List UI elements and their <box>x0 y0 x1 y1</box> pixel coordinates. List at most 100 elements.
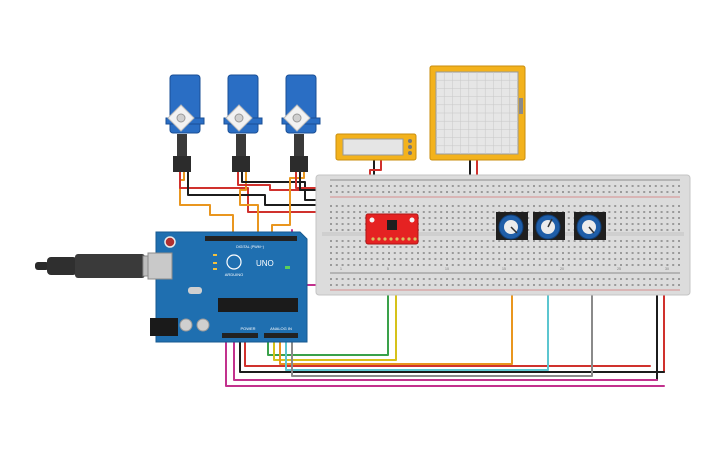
potentiometer-2[interactable] <box>533 212 565 240</box>
breadboard-hole <box>446 252 448 254</box>
breadboard-hole <box>399 246 402 248</box>
breadboard-hole <box>527 211 530 213</box>
breadboard-hole <box>654 252 657 254</box>
usb-port <box>147 252 173 280</box>
breadboard-hole <box>457 205 460 207</box>
breadboard-hole <box>359 240 361 242</box>
breadboard-hole <box>417 252 419 254</box>
potentiometer-1[interactable] <box>496 212 528 240</box>
breadboard-hole <box>486 223 489 225</box>
breadboard-hole <box>608 284 611 286</box>
breadboard-hole <box>335 211 338 213</box>
imu-breakout-board[interactable] <box>365 213 419 245</box>
wire-gray-a2[interactable] <box>291 261 593 377</box>
breadboard-hole <box>405 246 408 248</box>
wire-cyan-a1[interactable] <box>285 261 549 371</box>
breadboard-hole <box>382 211 385 213</box>
breadboard-hole <box>625 246 628 248</box>
breadboard-hole <box>405 191 408 193</box>
breadboard-hole <box>527 246 530 248</box>
reset-button[interactable] <box>164 236 176 248</box>
breadboard-hole <box>359 258 361 260</box>
breadboard-hole <box>498 191 501 193</box>
breadboard-hole <box>649 252 651 254</box>
lcd-16x2[interactable] <box>335 133 417 161</box>
wire-magenta-3[interactable] <box>225 337 665 387</box>
breadboard-hole <box>434 258 437 260</box>
breadboard-hole <box>480 246 483 248</box>
breadboard-hole <box>637 205 640 207</box>
wire-magenta-4[interactable] <box>233 337 658 381</box>
breadboard-hole <box>376 211 379 213</box>
servo-2[interactable] <box>223 74 263 172</box>
breadboard-hole <box>451 191 454 193</box>
breadboard-hole <box>347 211 350 213</box>
wire-servo1-gnd[interactable] <box>187 171 346 206</box>
wire-servo1-signal[interactable] <box>179 171 234 241</box>
breadboard-hole <box>463 185 466 187</box>
wire-servo2-signal[interactable] <box>239 171 259 241</box>
breadboard-hole <box>591 240 593 242</box>
breadboard-hole <box>666 284 669 286</box>
breadboard-hole <box>480 229 483 231</box>
wire-yellow-a5[interactable] <box>273 267 397 361</box>
breadboard-hole <box>370 258 373 260</box>
breadboard-hole <box>411 252 414 254</box>
wire-red-5v[interactable] <box>244 337 651 367</box>
breadboard-hole <box>521 205 524 207</box>
breadboard-hole <box>422 211 425 213</box>
breadboard-hole <box>660 205 663 207</box>
breadboard-hole <box>614 211 617 213</box>
breadboard-hole <box>446 185 448 187</box>
wire-servo3-signal[interactable] <box>271 171 305 241</box>
breadboard-hole <box>359 264 361 266</box>
breadboard-hole <box>608 258 611 260</box>
breadboard-hole <box>330 258 332 260</box>
breadboard-hole <box>678 205 680 207</box>
potentiometer-3[interactable] <box>574 212 606 240</box>
breadboard-hole <box>550 258 553 260</box>
breadboard-hole <box>469 284 472 286</box>
arduino-uno[interactable]: DIGITAL (PWM~) POWER ANALOG IN ARDUINO U… <box>147 231 308 343</box>
breadboard-hole <box>620 229 622 231</box>
wire-black-gnd[interactable] <box>239 337 665 373</box>
breadboard-hole <box>527 229 530 231</box>
servo-3[interactable] <box>281 74 321 172</box>
breadboard-hole <box>660 264 663 266</box>
servo-1[interactable] <box>165 74 205 172</box>
breadboard-hole <box>504 205 506 207</box>
breadboard-hole <box>504 252 506 254</box>
breadboard-hole <box>591 185 593 187</box>
breadboard-hole <box>666 246 669 248</box>
breadboard-hole <box>602 191 605 193</box>
breadboard-hole <box>631 211 634 213</box>
breadboard-hole <box>376 284 379 286</box>
breadboard-hole <box>417 246 419 248</box>
breadboard-hole <box>364 258 367 260</box>
breadboard-hole <box>544 258 547 260</box>
breadboard-hole <box>556 252 559 254</box>
breadboard-hole <box>422 264 425 266</box>
breadboard-hole <box>434 229 437 231</box>
breadboard-hole <box>469 185 472 187</box>
breadboard-hole <box>649 185 651 187</box>
wire-orange-a0[interactable] <box>279 261 513 365</box>
breadboard-hole <box>620 185 622 187</box>
breadboard-hole <box>672 240 675 242</box>
breadboard-hole <box>457 223 460 225</box>
breadboard-hole <box>631 264 634 266</box>
breadboard-hole <box>411 246 414 248</box>
breadboard-hole <box>422 217 425 219</box>
graphic-lcd[interactable] <box>429 65 526 161</box>
wire-servo2-power[interactable] <box>237 171 346 191</box>
breadboard-hole <box>463 246 466 248</box>
breadboard-hole <box>446 229 448 231</box>
breadboard-hole <box>463 229 466 231</box>
wire-green-a4[interactable] <box>267 267 389 356</box>
breadboard-hole <box>417 284 419 286</box>
breadboard-hole <box>475 185 477 187</box>
breadboard-hole <box>521 246 524 248</box>
breadboard-hole <box>486 252 489 254</box>
breadboard-hole <box>498 284 501 286</box>
breadboard-hole <box>649 205 651 207</box>
